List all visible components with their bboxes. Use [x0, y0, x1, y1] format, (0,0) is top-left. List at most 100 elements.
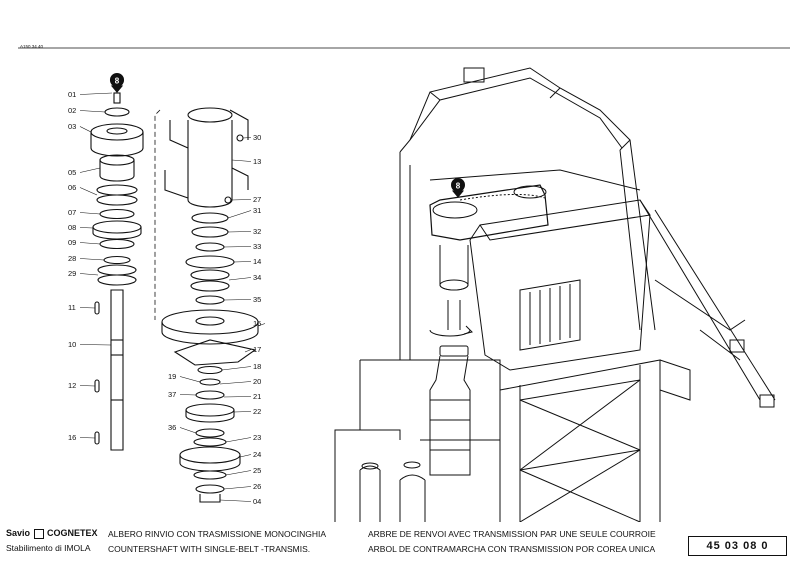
left-part-number-11: 11	[68, 303, 76, 312]
left-leader-05	[79, 167, 101, 173]
title-english: COUNTERSHAFT WITH SINGLE-BELT -TRANSMIS.	[108, 544, 310, 554]
center-leader-37	[179, 394, 197, 396]
center-part-number-34: 34	[253, 273, 261, 282]
center-leader-17	[244, 349, 252, 353]
left-leader-28	[79, 258, 105, 261]
center-part-number-17: 17	[253, 345, 261, 354]
center-leader-32	[227, 231, 252, 233]
left-part-number-28: 28	[68, 254, 76, 263]
left-part-number-02: 02	[68, 106, 76, 115]
title-spanish: ARBOL DE CONTRAMARCHA CON TRANSMISSION P…	[368, 544, 655, 554]
plant-name: Stabilimento di IMOLA	[6, 543, 91, 553]
title-french-b: UNE SEULE COURROIE	[559, 529, 656, 539]
left-leader-07	[79, 212, 101, 215]
center-part-number-22: 22	[253, 407, 261, 416]
center-part-number-20: 20	[253, 377, 261, 386]
left-leader-12	[79, 385, 96, 387]
center-part-number-27: 27	[253, 195, 261, 204]
center-part-number-33: 33	[253, 242, 261, 251]
detail-marker-label-right: 8	[456, 182, 461, 191]
center-leader-23	[225, 437, 252, 443]
center-part-number-30: 30	[253, 133, 261, 142]
center-leader-36	[179, 427, 197, 434]
center-part-number-23: 23	[253, 433, 261, 442]
left-exploded-stack: 8	[90, 72, 144, 451]
center-exploded-stack	[154, 107, 259, 503]
title-italian-b: MONOCINGHIA	[264, 529, 327, 539]
cognetex-icon	[33, 528, 44, 539]
center-leader-13	[231, 159, 252, 162]
left-leader-03	[79, 126, 92, 133]
machine-perspective-view: 8	[334, 67, 776, 522]
center-part-number-13: 13	[253, 157, 261, 166]
center-part-number-36: 36	[168, 423, 176, 432]
center-leader-26	[223, 486, 252, 490]
center-leader-33	[223, 246, 252, 248]
detail-marker-label: 8	[115, 77, 120, 86]
center-leader-14	[233, 261, 252, 263]
title-block: Savio COGNETEX Stabilimento di IMOLA ALB…	[0, 522, 800, 565]
center-leader-04	[219, 499, 252, 502]
left-leader-09	[79, 242, 101, 245]
detail-marker-left: 8	[109, 72, 125, 93]
center-part-number-25: 25	[253, 466, 261, 475]
left-leader-16	[79, 437, 96, 439]
title-spanish-b: COREA UNICA	[596, 544, 656, 554]
center-leader-22	[233, 411, 252, 413]
center-leader-19	[179, 376, 201, 383]
sheet-code: A150.34.40	[20, 44, 44, 49]
left-part-number-10: 10	[68, 340, 76, 349]
brand-name: COGNETEX	[47, 528, 98, 538]
brand-logo: Savio COGNETEX	[6, 528, 98, 539]
center-leader-21	[223, 396, 252, 398]
center-leader-24	[239, 454, 252, 458]
center-leader-31	[227, 210, 252, 219]
title-french-a: ARBRE DE RENVOI AVEC TRANSMISSION PAR	[368, 529, 557, 539]
left-part-number-07: 07	[68, 208, 76, 217]
center-part-number-35: 35	[253, 295, 261, 304]
center-part-number-15: 15	[253, 319, 261, 328]
left-leader-06	[79, 187, 98, 196]
exploded-assembly-drawing: 8	[18, 47, 790, 522]
left-part-number-01: 01	[68, 90, 76, 99]
center-part-number-32: 32	[253, 227, 261, 236]
left-leader-08	[79, 227, 94, 229]
left-leader-29	[79, 273, 99, 276]
left-leader-10	[79, 344, 112, 346]
center-part-number-14: 14	[253, 257, 261, 266]
title-spanish-a: ARBOL DE CONTRAMARCHA CON TRANSMISSION P…	[368, 544, 595, 554]
center-leader-30	[242, 137, 252, 139]
center-leader-25	[225, 470, 252, 476]
left-part-number-05: 05	[68, 168, 76, 177]
left-part-number-08: 08	[68, 223, 76, 232]
title-english-b: SINGLE-BELT -TRANSMIS.	[204, 544, 311, 554]
center-part-number-24: 24	[253, 450, 261, 459]
center-leader-20	[219, 381, 252, 385]
left-leader-01	[79, 92, 113, 95]
left-part-number-03: 03	[68, 122, 76, 131]
center-part-number-37: 37	[168, 390, 176, 399]
title-italian: ALBERO RINVIO CON TRASMISSIONE MONOCINGH…	[108, 529, 326, 539]
left-leader-11	[79, 307, 96, 309]
center-leader-18	[221, 366, 252, 371]
left-part-number-29: 29	[68, 269, 76, 278]
left-part-number-12: 12	[68, 381, 76, 390]
center-part-number-18: 18	[253, 362, 261, 371]
center-part-number-31: 31	[253, 206, 261, 215]
title-italian-a: ALBERO RINVIO CON TRASMISSIONE	[108, 529, 262, 539]
center-leader-35	[223, 299, 252, 301]
center-leader-15	[257, 323, 266, 327]
left-part-number-06: 06	[68, 183, 76, 192]
drawing-number: 45 03 08 0	[688, 536, 787, 556]
center-leader-34	[228, 277, 252, 281]
title-english-a: COUNTERSHAFT WITH	[108, 544, 202, 554]
brand-prefix: Savio	[6, 528, 31, 538]
left-part-number-16: 16	[68, 433, 76, 442]
detail-marker-right: 8	[451, 178, 465, 198]
center-part-number-21: 21	[253, 392, 261, 401]
center-leader-27	[230, 199, 252, 201]
left-leader-02	[79, 110, 106, 113]
center-part-number-26: 26	[253, 482, 261, 491]
